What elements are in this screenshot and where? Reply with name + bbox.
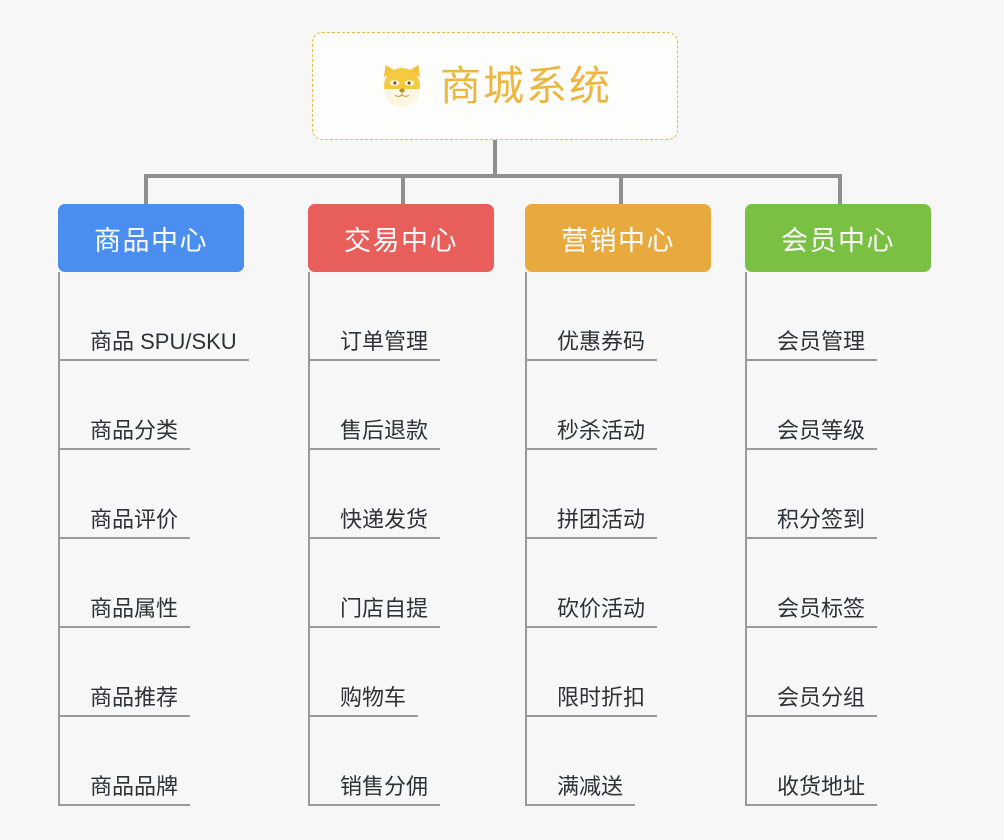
leaf-item-label: 快递发货: [340, 506, 429, 532]
leaf-item[interactable]: 快递发货: [308, 450, 440, 539]
leaf-item[interactable]: 销售分佣: [308, 717, 440, 806]
branch-spine: [308, 272, 310, 806]
leaf-item-label: 积分签到: [777, 506, 866, 532]
leaf-item-label: 商品属性: [90, 595, 179, 621]
leaf-item-label: 满减送: [557, 773, 624, 799]
leaf-item[interactable]: 商品评价: [58, 450, 190, 539]
branch-header[interactable]: 营销中心: [525, 204, 711, 272]
branch-body: 商品 SPU/SKU 商品分类商品评价商品属性商品推荐商品品牌: [58, 272, 249, 806]
leaf-item[interactable]: 商品 SPU/SKU: [58, 272, 249, 361]
leaf-item[interactable]: 满减送: [525, 717, 635, 806]
leaf-item[interactable]: 积分签到: [745, 450, 877, 539]
leaf-item[interactable]: 会员标签: [745, 539, 877, 628]
root-node[interactable]: 商城系统: [312, 32, 678, 140]
branch-column: 营销中心优惠券码秒杀活动拼团活动砍价活动限时折扣满减送: [525, 204, 711, 806]
branch-column: 交易中心订单管理售后退款快递发货门店自提购物车销售分佣: [308, 204, 494, 806]
leaf-item-label: 销售分佣: [340, 773, 429, 799]
leaf-item[interactable]: 购物车: [308, 628, 418, 717]
leaf-item-label: 订单管理: [340, 328, 429, 354]
branch-spine: [525, 272, 527, 806]
leaf-item[interactable]: 拼团活动: [525, 450, 657, 539]
leaf-item[interactable]: 秒杀活动: [525, 361, 657, 450]
leaf-item[interactable]: 商品品牌: [58, 717, 190, 806]
leaf-item[interactable]: 订单管理: [308, 272, 440, 361]
leaf-item[interactable]: 会员管理: [745, 272, 877, 361]
leaf-item-label: 商品分类: [90, 417, 179, 443]
leaf-list: 优惠券码秒杀活动拼团活动砍价活动限时折扣满减送: [525, 272, 711, 806]
branch-header[interactable]: 商品中心: [58, 204, 244, 272]
shiba-dog-icon: [378, 62, 426, 110]
leaf-item-label: 秒杀活动: [557, 417, 646, 443]
leaf-item[interactable]: 门店自提: [308, 539, 440, 628]
leaf-item-label: 门店自提: [340, 595, 429, 621]
branch-body: 会员管理会员等级积分签到会员标签会员分组收货地址: [745, 272, 931, 806]
branch-spine: [58, 272, 60, 806]
leaf-item-label: 购物车: [340, 684, 407, 710]
leaf-item-label: 收货地址: [777, 773, 866, 799]
leaf-item-label: 售后退款: [340, 417, 429, 443]
leaf-item[interactable]: 会员等级: [745, 361, 877, 450]
branch-column: 会员中心会员管理会员等级积分签到会员标签会员分组收货地址: [745, 204, 931, 806]
branch-body: 订单管理售后退款快递发货门店自提购物车销售分佣: [308, 272, 494, 806]
leaf-item-label: 会员标签: [777, 595, 866, 621]
leaf-item-label: 商品推荐: [90, 684, 179, 710]
branch-column: 商品中心商品 SPU/SKU 商品分类商品评价商品属性商品推荐商品品牌: [58, 204, 249, 806]
branch-header[interactable]: 会员中心: [745, 204, 931, 272]
leaf-item[interactable]: 商品属性: [58, 539, 190, 628]
leaf-item-label: 商品评价: [90, 506, 179, 532]
leaf-item[interactable]: 优惠券码: [525, 272, 657, 361]
leaf-list: 会员管理会员等级积分签到会员标签会员分组收货地址: [745, 272, 931, 806]
leaf-item-label: 商品 SPU/SKU: [90, 328, 237, 354]
leaf-item-label: 限时折扣: [557, 684, 646, 710]
branch-spine: [745, 272, 747, 806]
leaf-item[interactable]: 会员分组: [745, 628, 877, 717]
leaf-item[interactable]: 限时折扣: [525, 628, 657, 717]
root-title: 商城系统: [440, 62, 612, 109]
leaf-item-label: 商品品牌: [90, 773, 179, 799]
branch-body: 优惠券码秒杀活动拼团活动砍价活动限时折扣满减送: [525, 272, 711, 806]
leaf-item[interactable]: 商品推荐: [58, 628, 190, 717]
leaf-item-label: 会员等级: [777, 417, 866, 443]
leaf-item[interactable]: 收货地址: [745, 717, 877, 806]
leaf-item-label: 会员管理: [777, 328, 866, 354]
leaf-item[interactable]: 砍价活动: [525, 539, 657, 628]
leaf-item-label: 拼团活动: [557, 506, 646, 532]
leaf-item[interactable]: 售后退款: [308, 361, 440, 450]
leaf-item-label: 砍价活动: [557, 595, 646, 621]
leaf-list: 商品 SPU/SKU 商品分类商品评价商品属性商品推荐商品品牌: [58, 272, 249, 806]
leaf-item-label: 优惠券码: [557, 328, 646, 354]
leaf-item[interactable]: 商品分类: [58, 361, 190, 450]
leaf-list: 订单管理售后退款快递发货门店自提购物车销售分佣: [308, 272, 494, 806]
leaf-item-label: 会员分组: [777, 684, 866, 710]
branch-header[interactable]: 交易中心: [308, 204, 494, 272]
